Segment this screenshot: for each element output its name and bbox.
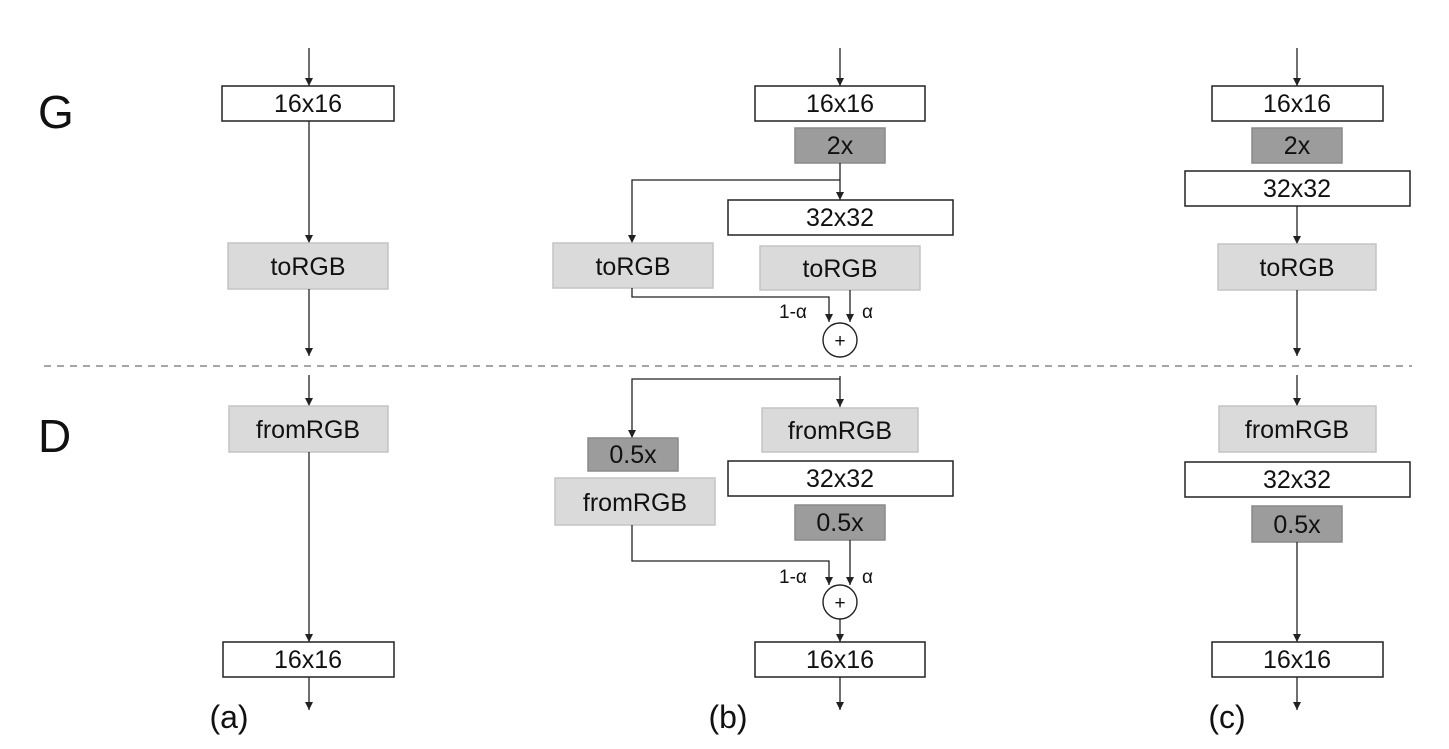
label-b-d-sum: +	[834, 593, 845, 614]
label-b-d-one-minus-alpha: 1-α	[779, 567, 807, 588]
label-b-torgb-left: toRGB	[595, 253, 670, 281]
label-b-d-32x32: 32x32	[806, 465, 874, 493]
label-c-d-16x16: 16x16	[1263, 646, 1331, 674]
block-c-2x	[1251, 127, 1343, 164]
block-b-g-16x16	[754, 85, 926, 122]
label-a-fromrgb: fromRGB	[256, 416, 360, 444]
label-b-g-sum: +	[834, 331, 845, 352]
column-b: 16x16 2x 32x32 toRGB toRGB 1-α α + fromR…	[552, 48, 954, 735]
label-b-d-alpha: α	[862, 567, 873, 588]
label-b-d-16x16: 16x16	[806, 646, 874, 674]
arrow-b-skip-to-torgb	[628, 179, 840, 243]
caption-a: (a)	[209, 699, 248, 735]
generator-row-label: G	[38, 86, 74, 138]
block-b-d-16x16	[754, 641, 926, 678]
block-b-g-32x32	[727, 199, 954, 236]
block-a-d-16x16	[222, 641, 395, 678]
label-b-torgb-right: toRGB	[802, 255, 877, 283]
caption-c: (c)	[1208, 699, 1245, 735]
caption-b: (b)	[708, 699, 747, 735]
block-b-0.5x-left	[587, 437, 679, 472]
discriminator-row-label: D	[38, 410, 71, 462]
arrow-b-d-weight-left	[631, 525, 833, 585]
block-c-d-16x16	[1211, 641, 1384, 678]
label-b-g-16x16: 16x16	[806, 90, 874, 118]
block-c-g-16x16	[1211, 85, 1384, 122]
block-c-torgb	[1217, 243, 1377, 291]
label-b-g-alpha: α	[862, 302, 873, 323]
column-c: 16x16 2x 32x32 toRGB fromRGB 32x32 0.5x …	[1184, 48, 1411, 735]
label-c-torgb: toRGB	[1259, 254, 1334, 282]
label-a-g-16x16: 16x16	[274, 90, 342, 118]
block-b-fromrgb-left	[554, 477, 716, 526]
sum-b-g	[822, 322, 858, 358]
block-c-d-32x32	[1184, 461, 1411, 498]
block-a-torgb	[227, 242, 389, 290]
label-c-fromrgb: fromRGB	[1245, 416, 1349, 444]
label-b-0.5x-left: 0.5x	[609, 441, 657, 469]
label-c-d-32x32: 32x32	[1263, 466, 1331, 494]
block-b-torgb-left	[552, 242, 714, 289]
block-b-2x	[794, 127, 886, 164]
label-b-fromrgb-left: fromRGB	[583, 489, 687, 517]
label-c-g-32x32: 32x32	[1263, 175, 1331, 203]
label-b-g-one-minus-alpha: 1-α	[779, 302, 807, 323]
arrow-b-g-weight-left	[631, 288, 833, 322]
block-a-fromrgb	[228, 405, 389, 453]
label-b-0.5x-right: 0.5x	[816, 509, 864, 537]
label-b-g-32x32: 32x32	[806, 204, 874, 232]
label-c-g-16x16: 16x16	[1263, 90, 1331, 118]
label-b-2x: 2x	[827, 132, 854, 160]
column-a: 16x16 toRGB fromRGB 16x16 (a)	[209, 48, 395, 735]
block-b-torgb-right	[759, 245, 921, 291]
label-c-2x: 2x	[1284, 132, 1311, 160]
block-b-fromrgb-right	[761, 407, 919, 453]
arrow-b-d-skip	[628, 378, 840, 438]
label-a-d-16x16: 16x16	[274, 646, 342, 674]
block-c-fromrgb	[1218, 405, 1377, 453]
block-a-g-16x16	[221, 85, 395, 122]
label-c-0.5x: 0.5x	[1273, 511, 1321, 539]
label-a-torgb: toRGB	[270, 253, 345, 281]
block-b-d-32x32	[727, 460, 954, 497]
block-b-0.5x-right	[794, 504, 886, 541]
label-b-fromrgb-right: fromRGB	[788, 417, 892, 445]
